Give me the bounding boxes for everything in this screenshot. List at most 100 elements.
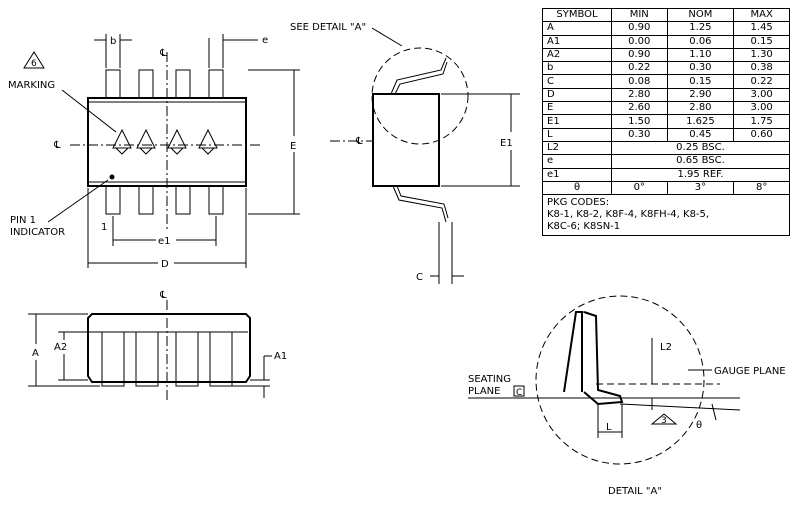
cell-max: 1.75 bbox=[733, 114, 790, 129]
header-symbol: SYMBOL bbox=[542, 7, 612, 23]
marking-triangles bbox=[112, 128, 218, 155]
dim-E1-label: E1 bbox=[500, 138, 513, 149]
cell-symbol: D bbox=[542, 87, 612, 103]
dim-E-label: E bbox=[290, 141, 296, 152]
detail-a bbox=[468, 295, 741, 465]
cell-nom: 0.45 bbox=[666, 127, 735, 142]
pkg-codes-title: PKG CODES: bbox=[547, 197, 610, 209]
dim-e1-label: e1 bbox=[158, 236, 171, 247]
cell-min: 0.90 bbox=[611, 21, 668, 36]
pkg-codes-line2: K8C-6; K8SN-1 bbox=[547, 221, 621, 233]
cell-nom: 1.25 bbox=[666, 21, 735, 36]
cell-basic-value: 0.25 BSC. bbox=[611, 140, 790, 156]
cell-nom: 2.90 bbox=[666, 87, 735, 103]
pin-number-1: 1 bbox=[101, 222, 107, 233]
dim-b-label: b bbox=[110, 36, 116, 47]
cell-nom: 3° bbox=[666, 180, 735, 196]
cell-symbol: E1 bbox=[542, 114, 612, 129]
cell-max: 0.22 bbox=[733, 74, 790, 89]
cell-min: 0.00 bbox=[611, 34, 668, 49]
cell-min: 0.08 bbox=[611, 74, 668, 89]
see-detail-label: SEE DETAIL "A" bbox=[290, 22, 366, 33]
cell-max: 1.30 bbox=[733, 47, 790, 63]
cell-symbol: A bbox=[542, 21, 612, 36]
centerline-end-view: ℄ bbox=[355, 136, 363, 147]
centerline-front-view: ℄ bbox=[159, 290, 167, 301]
marking-label: MARKING bbox=[8, 80, 55, 91]
dim-C-label: C bbox=[416, 272, 423, 283]
detail-a-title: DETAIL "A" bbox=[608, 486, 662, 497]
cell-symbol: b bbox=[542, 61, 612, 76]
cell-symbol: θ bbox=[542, 180, 612, 196]
cell-nom: 1.10 bbox=[666, 47, 735, 63]
dim-theta-label: θ bbox=[696, 420, 702, 431]
cell-min: 2.60 bbox=[611, 101, 668, 116]
end-view bbox=[330, 27, 520, 284]
cell-max: 0.38 bbox=[733, 61, 790, 76]
table-header-row: SYMBOL MIN NOM MAX bbox=[542, 7, 790, 23]
cell-max: 1.45 bbox=[733, 21, 790, 36]
cell-symbol: e1 bbox=[542, 167, 612, 182]
seating-plane-label-line1: SEATING bbox=[468, 374, 511, 385]
cell-max: 0.60 bbox=[733, 127, 790, 142]
cell-nom: 2.80 bbox=[666, 101, 735, 116]
drawing-labels: SEE DETAIL "A" MARKING 6 PIN 1 INDICATOR… bbox=[8, 22, 786, 497]
pkg-codes-row: PKG CODES: K8-1, K8-2, K8F-4, K8FH-4, K8… bbox=[542, 194, 790, 237]
note-3-label: 3 bbox=[661, 416, 667, 426]
cell-min: 0.30 bbox=[611, 127, 668, 142]
dim-D-label: D bbox=[161, 259, 169, 270]
cell-min: 1.50 bbox=[611, 114, 668, 129]
pkg-codes-cell: PKG CODES: K8-1, K8-2, K8F-4, K8FH-4, K8… bbox=[542, 194, 790, 237]
pin1-label-line2: INDICATOR bbox=[10, 227, 65, 238]
cell-max: 0.15 bbox=[733, 34, 790, 49]
cell-symbol: L bbox=[542, 127, 612, 142]
cell-min: 2.80 bbox=[611, 87, 668, 103]
dim-L-label: L bbox=[606, 422, 612, 433]
top-view bbox=[23, 34, 300, 268]
dim-L2-label: L2 bbox=[660, 342, 672, 353]
dim-A1-label: A1 bbox=[274, 351, 287, 362]
gauge-plane-label: GAUGE PLANE bbox=[714, 366, 786, 377]
centerline-top-view: ℄ bbox=[159, 48, 167, 59]
cell-basic-value: 1.95 REF. bbox=[611, 167, 790, 182]
cell-max: 3.00 bbox=[733, 101, 790, 116]
cell-nom: 0.15 bbox=[666, 74, 735, 89]
pin1-label-line1: PIN 1 bbox=[10, 215, 36, 226]
header-max: MAX bbox=[733, 7, 790, 23]
cell-nom: 1.625 bbox=[666, 114, 735, 129]
marking-note-number: 6 bbox=[31, 59, 37, 69]
dim-e-label: e bbox=[262, 35, 268, 46]
front-view bbox=[28, 300, 272, 400]
seating-plane-label-line2: PLANE bbox=[468, 386, 500, 397]
cell-nom: 0.30 bbox=[666, 61, 735, 76]
dim-A2-label: A2 bbox=[54, 342, 67, 353]
cell-min: 0.22 bbox=[611, 61, 668, 76]
header-min: MIN bbox=[611, 7, 668, 23]
pin1-dot bbox=[109, 174, 115, 180]
cell-min: 0° bbox=[611, 180, 668, 196]
cell-symbol: A1 bbox=[542, 34, 612, 49]
centerline-top-view-side: ℄ bbox=[53, 140, 61, 151]
cell-symbol: C bbox=[542, 74, 612, 89]
header-nom: NOM bbox=[666, 7, 735, 23]
cell-symbol: e bbox=[542, 154, 612, 169]
dim-A-label: A bbox=[32, 348, 39, 359]
cell-basic-value: 0.65 BSC. bbox=[611, 154, 790, 169]
cell-symbol: L2 bbox=[542, 140, 612, 156]
pkg-codes-line1: K8-1, K8-2, K8F-4, K8FH-4, K8-5, bbox=[547, 209, 710, 221]
